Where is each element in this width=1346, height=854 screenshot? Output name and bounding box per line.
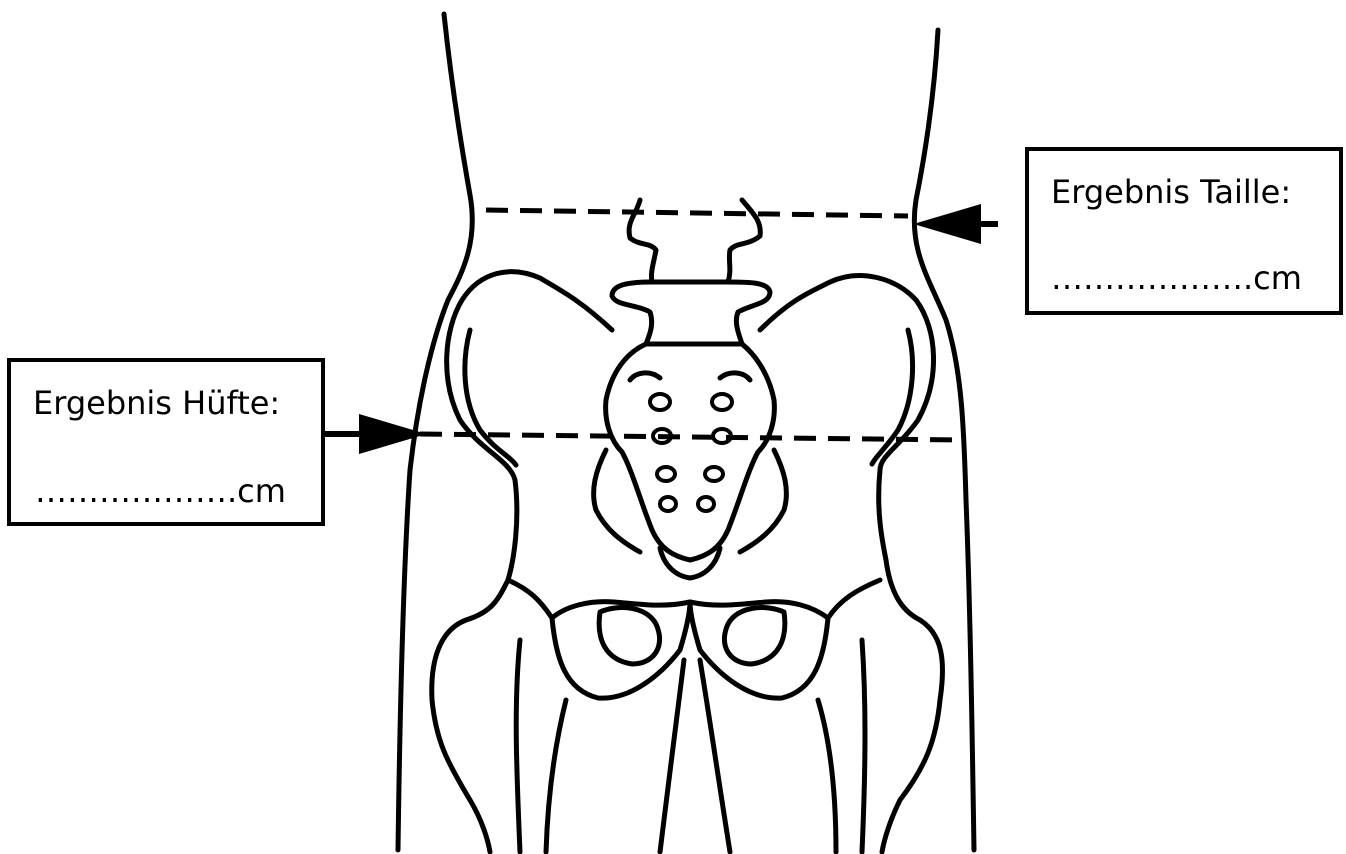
waist-result-label: Ergebnis Taille: bbox=[1051, 173, 1291, 211]
femur-left-shaft bbox=[546, 700, 566, 852]
sacrum-inner-right bbox=[720, 373, 750, 380]
ilium-left bbox=[432, 272, 612, 852]
foramen bbox=[705, 467, 723, 481]
hip-result-label: Ergebnis Hüfte: bbox=[33, 384, 280, 422]
obturator-right bbox=[724, 608, 784, 664]
sacroiliac-left bbox=[594, 450, 640, 552]
femur-right-inner bbox=[700, 660, 730, 852]
waist-arrow-head bbox=[924, 208, 978, 240]
foramen bbox=[650, 394, 670, 410]
foramen bbox=[698, 497, 714, 511]
obturator-left bbox=[599, 608, 659, 664]
foramen bbox=[660, 497, 676, 511]
hip-result-box: Ergebnis Hüfte: ……………….cm bbox=[7, 358, 325, 526]
ilium-left-inner bbox=[465, 330, 516, 465]
ilium-right bbox=[760, 276, 943, 852]
vertebra-lower bbox=[612, 282, 770, 344]
femur-right-outer bbox=[862, 640, 865, 852]
waist-result-box: Ergebnis Taille: ……………….cm bbox=[1025, 147, 1343, 315]
pubic-left bbox=[552, 602, 690, 698]
femur-left-inner bbox=[660, 660, 684, 852]
waist-measurement-line bbox=[486, 210, 908, 216]
waist-result-field[interactable]: ……………….cm bbox=[1051, 259, 1302, 297]
hip-result-field[interactable]: ……………….cm bbox=[35, 472, 286, 510]
pubic-right bbox=[690, 602, 828, 698]
ilium-right-inner bbox=[872, 330, 913, 464]
foramen bbox=[657, 467, 675, 481]
femur-right-shaft bbox=[818, 700, 836, 852]
hip-arrow-head bbox=[362, 418, 416, 450]
hip-measurement-line bbox=[420, 434, 962, 440]
sacrum-inner-left bbox=[630, 373, 660, 380]
foramen bbox=[712, 394, 732, 410]
sacroiliac-right bbox=[740, 450, 786, 552]
femur-left-outer bbox=[516, 640, 520, 852]
pelvic-brim bbox=[508, 580, 880, 618]
